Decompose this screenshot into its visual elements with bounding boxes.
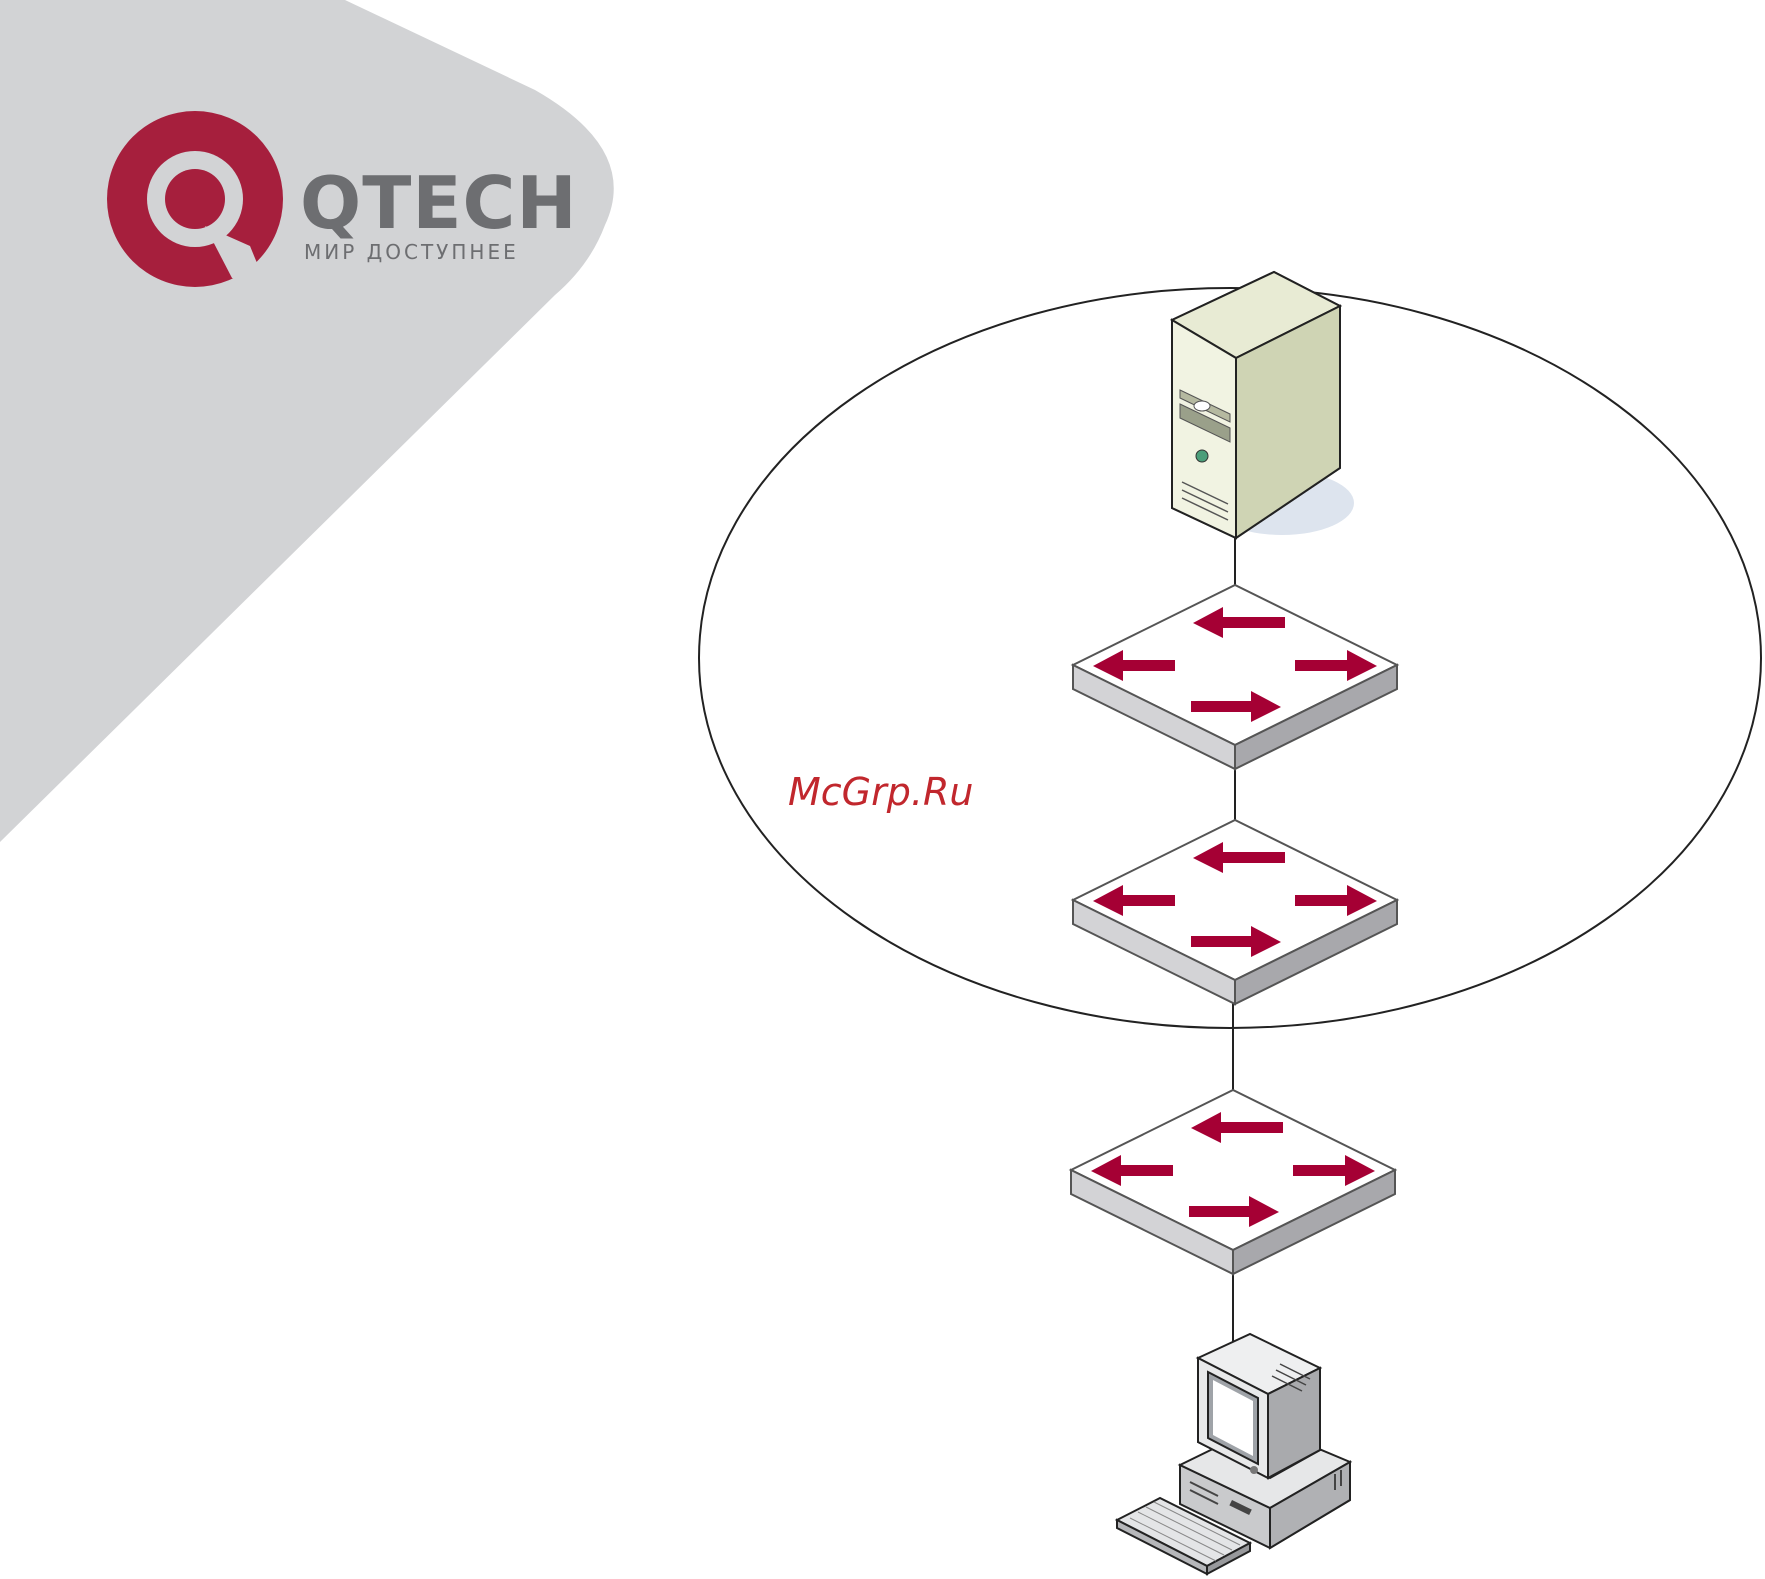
switch-icon	[1073, 585, 1397, 769]
switch-icon	[1071, 1090, 1395, 1274]
desktop-computer-icon	[1117, 1334, 1350, 1574]
brand-name: QTECH	[300, 161, 578, 245]
banner-shape	[0, 0, 614, 842]
switch-2	[1073, 820, 1397, 1004]
switch-icon	[1073, 820, 1397, 1004]
switch-3	[1071, 1090, 1395, 1274]
brand-tagline: МИР ДОСТУПНЕЕ	[304, 240, 519, 264]
watermark-text: McGrp.Ru	[788, 770, 973, 814]
brand-banner: QTECH МИР ДОСТУПНЕЕ	[0, 0, 614, 842]
server-tower-icon	[1172, 272, 1354, 538]
switch-1	[1073, 585, 1397, 769]
